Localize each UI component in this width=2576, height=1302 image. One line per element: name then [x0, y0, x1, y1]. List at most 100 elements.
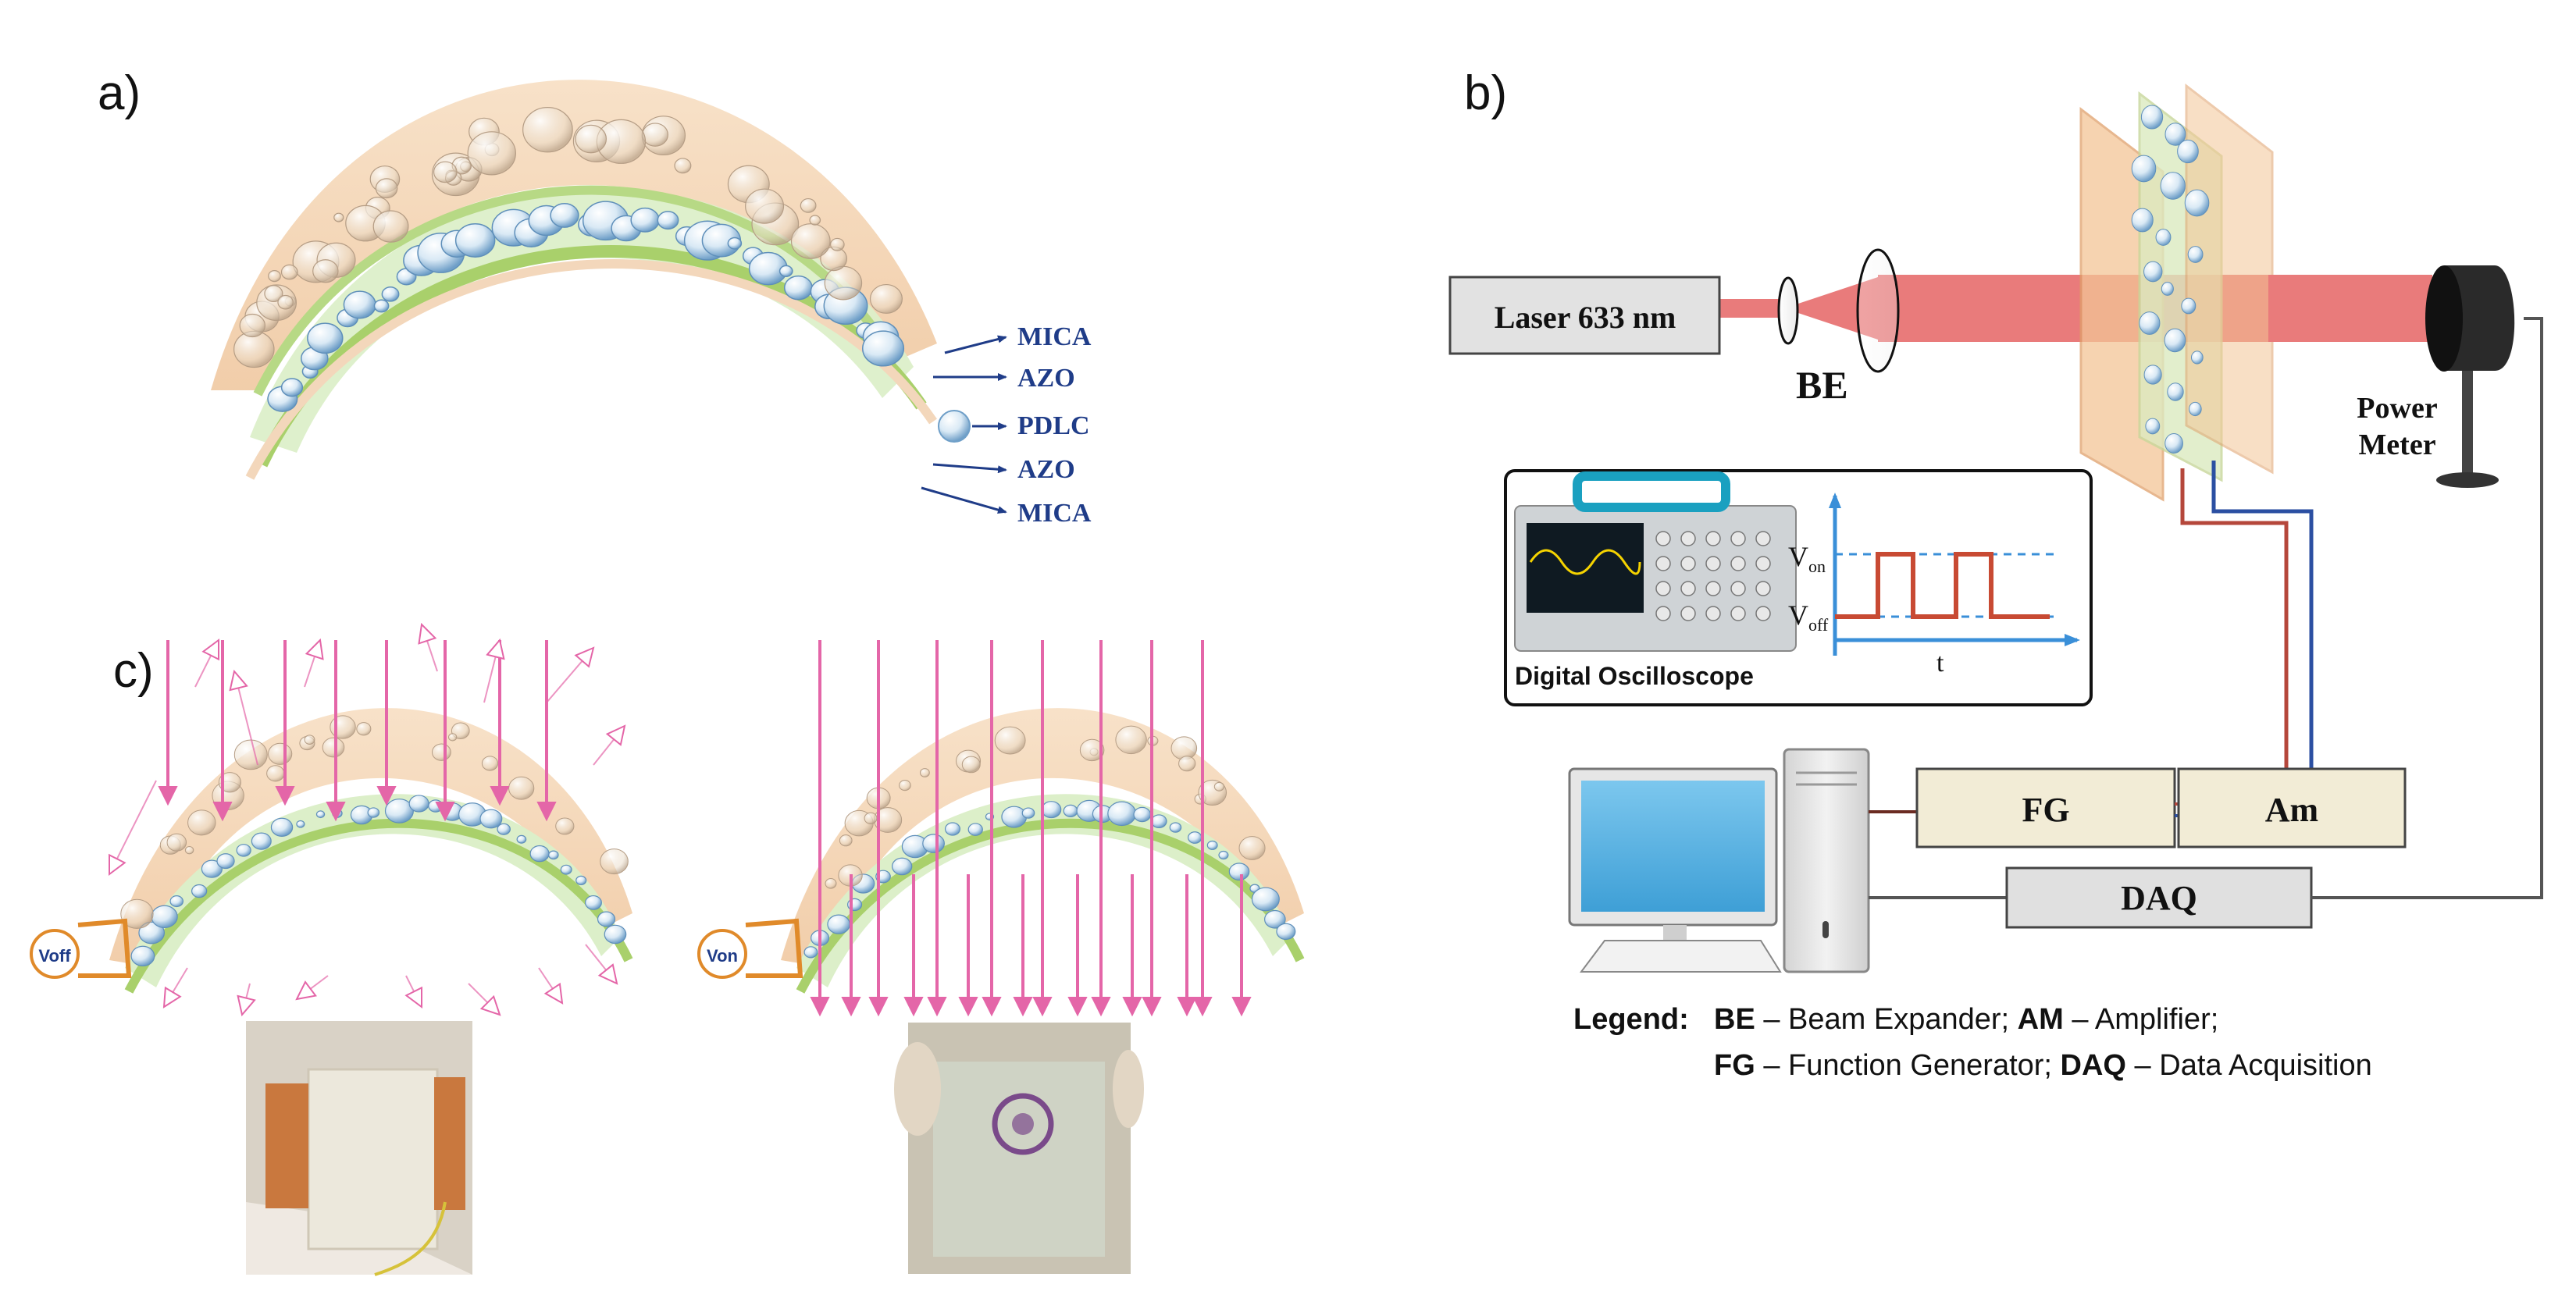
film-on-droplets	[803, 725, 1296, 959]
scattered-arrow-shaft	[194, 655, 212, 688]
film-droplet	[1276, 923, 1296, 941]
incident-arrow-head	[275, 786, 295, 806]
scattered-arrow-shaft	[546, 660, 583, 703]
scattered-light-arrows	[109, 622, 626, 1017]
film-on-mica	[781, 708, 1304, 968]
pdlc-droplet	[862, 330, 905, 367]
sample-droplet	[2177, 139, 2199, 164]
film-droplet	[803, 946, 818, 959]
film-on-state: Von	[697, 640, 1305, 1017]
sample-droplet	[2143, 261, 2163, 283]
sample-droplets	[2131, 105, 2210, 454]
film-on-electrode	[745, 918, 803, 978]
scattered-arrow-shaft	[310, 975, 329, 990]
mica-bottom-arrow	[921, 486, 1007, 514]
surface-droplet	[467, 131, 516, 176]
von-label: Von	[1788, 541, 1826, 576]
oscilloscope-knob	[1755, 556, 1771, 571]
monitor-neck	[1663, 925, 1687, 942]
film-surface-droplet	[166, 833, 187, 852]
photo-on-state	[894, 1023, 1144, 1274]
scattered-arrow-head	[597, 963, 618, 985]
film-surface-droplet	[218, 772, 241, 793]
incident-arrow-head	[490, 786, 510, 806]
sample-droplet	[2167, 382, 2184, 401]
pdlc-droplet-icon	[938, 410, 971, 443]
tower-power-button	[1822, 921, 1829, 938]
film-droplet	[604, 924, 627, 944]
scattered-arrow-head	[479, 994, 501, 1016]
transmitted-arrow-head	[1091, 997, 1111, 1017]
film-droplet	[497, 823, 511, 835]
pdlc-droplets	[267, 201, 905, 412]
square-wave-signal	[1835, 552, 2050, 619]
film-droplet	[296, 820, 305, 828]
legend-title: Legend:	[1573, 1003, 1689, 1036]
film-droplet	[1151, 814, 1167, 829]
scattered-arrow-head	[229, 669, 248, 692]
power-meter-icon	[2425, 265, 2515, 488]
pdlc-droplet	[783, 275, 813, 301]
transmitted-arrow-head	[982, 997, 1002, 1017]
oscilloscope-icon	[1514, 471, 1797, 652]
sample-wire-red	[2180, 468, 2289, 769]
power-meter-body	[2444, 265, 2515, 371]
film-droplet	[575, 875, 587, 885]
film-droplet	[138, 921, 166, 944]
film-droplet	[169, 895, 184, 908]
transmitted-arrow-head	[1177, 997, 1197, 1017]
surface-droplet	[264, 285, 283, 303]
scattered-arrow-head	[201, 638, 219, 661]
transmitted-arrow-head	[903, 997, 924, 1017]
film-droplet	[1188, 831, 1202, 844]
mica-top-arrow	[944, 335, 1007, 354]
incident-arrow-head	[212, 802, 233, 822]
pdlc-droplet	[373, 299, 390, 313]
surface-droplet	[277, 294, 294, 310]
film-droplet	[560, 864, 572, 875]
pdlc-droplet	[307, 322, 344, 354]
surface-droplet	[280, 264, 298, 280]
surface-droplet	[333, 212, 344, 222]
film-surface-droplet	[233, 739, 268, 770]
sample-droplet	[2164, 328, 2186, 353]
layer-label-pdlc: PDLC	[1017, 411, 1090, 440]
film-off-state: Voff	[30, 622, 633, 1017]
oscilloscope-knob	[1730, 531, 1746, 546]
surface-droplet	[800, 197, 817, 213]
sample-droplet	[2131, 208, 2154, 233]
surface-droplet	[809, 215, 821, 226]
oscilloscope-knob	[1680, 581, 1696, 596]
transmitted-arrow-head	[1122, 997, 1142, 1017]
film-droplet	[944, 822, 961, 836]
power-meter-label-line2: Meter	[2358, 429, 2435, 461]
film-droplet	[1228, 863, 1250, 881]
transmitted-arrow-head	[1067, 997, 1088, 1017]
film-droplet	[201, 859, 223, 878]
surface-droplet	[372, 210, 409, 243]
film-droplet	[216, 853, 235, 870]
oscilloscope-knob	[1680, 606, 1696, 621]
transmitted-arrow-head	[1013, 997, 1033, 1017]
sample-droplet	[2145, 418, 2161, 435]
scattered-arrow-shaft	[304, 656, 315, 688]
sample-droplet	[2140, 105, 2164, 130]
transmitted-arrow-head	[1231, 997, 1252, 1017]
film-surface-droplet	[839, 834, 853, 847]
panel-c-label: c)	[113, 644, 154, 698]
oscilloscope-knob	[1755, 531, 1771, 546]
scattered-arrow-shaft	[483, 656, 497, 703]
oscilloscope-handle	[1573, 471, 1730, 512]
film-surface-droplet	[994, 726, 1026, 755]
film-droplet	[529, 845, 550, 863]
laser-beam-narrow	[1718, 299, 1784, 318]
film-droplet	[597, 911, 616, 927]
oscilloscope-label: Digital Oscilloscope	[1515, 662, 1754, 690]
film-droplet	[270, 817, 294, 837]
panel-a-label: a)	[98, 66, 141, 120]
film-surface-droplet	[1213, 781, 1225, 792]
scattered-arrow-shaft	[405, 975, 415, 992]
film-off-electrode	[77, 918, 132, 978]
oscilloscope-knob	[1755, 581, 1771, 596]
film-droplet	[479, 809, 503, 829]
